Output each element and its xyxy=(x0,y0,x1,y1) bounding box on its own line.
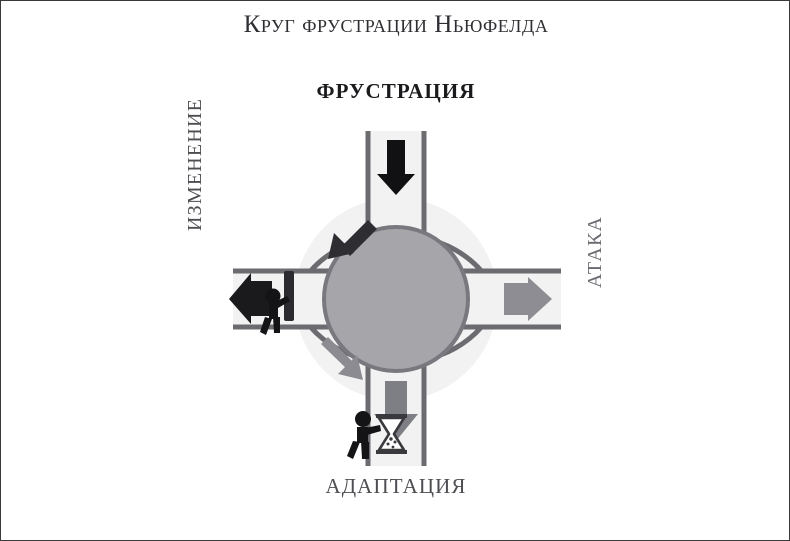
figure-leg-back xyxy=(347,441,360,459)
hourglass-icon xyxy=(376,414,407,454)
figure-leg-front xyxy=(361,441,369,459)
figure-head xyxy=(265,288,281,304)
figure-torso xyxy=(357,427,368,443)
exit-arrow-attack-icon xyxy=(504,277,552,321)
figure-pushing-wall xyxy=(260,271,294,335)
label-frustration: ФРУСТРАЦИЯ xyxy=(316,79,476,103)
figure-with-hourglass xyxy=(347,411,407,459)
wall-barrier-icon xyxy=(284,271,294,321)
circulation-arrow-lower-left-icon xyxy=(321,337,363,380)
figure-arm xyxy=(275,296,290,308)
entry-arrow-frustration-icon xyxy=(377,140,415,195)
label-adaptation: АДАПТАЦИЯ xyxy=(325,474,467,498)
figure-leg-front xyxy=(273,317,280,333)
exit-arrow-change-icon xyxy=(229,273,272,324)
figure-arm xyxy=(365,425,381,435)
circulation-arrows xyxy=(321,220,377,380)
page-title: Круг фрустрации Ньюфелда xyxy=(243,11,549,38)
figure-leg-back xyxy=(260,317,272,335)
figure-head xyxy=(355,411,371,427)
roundabout-hub xyxy=(322,225,470,373)
circulation-arrow-upper-left-icon xyxy=(328,220,377,259)
figure-torso xyxy=(269,303,278,319)
